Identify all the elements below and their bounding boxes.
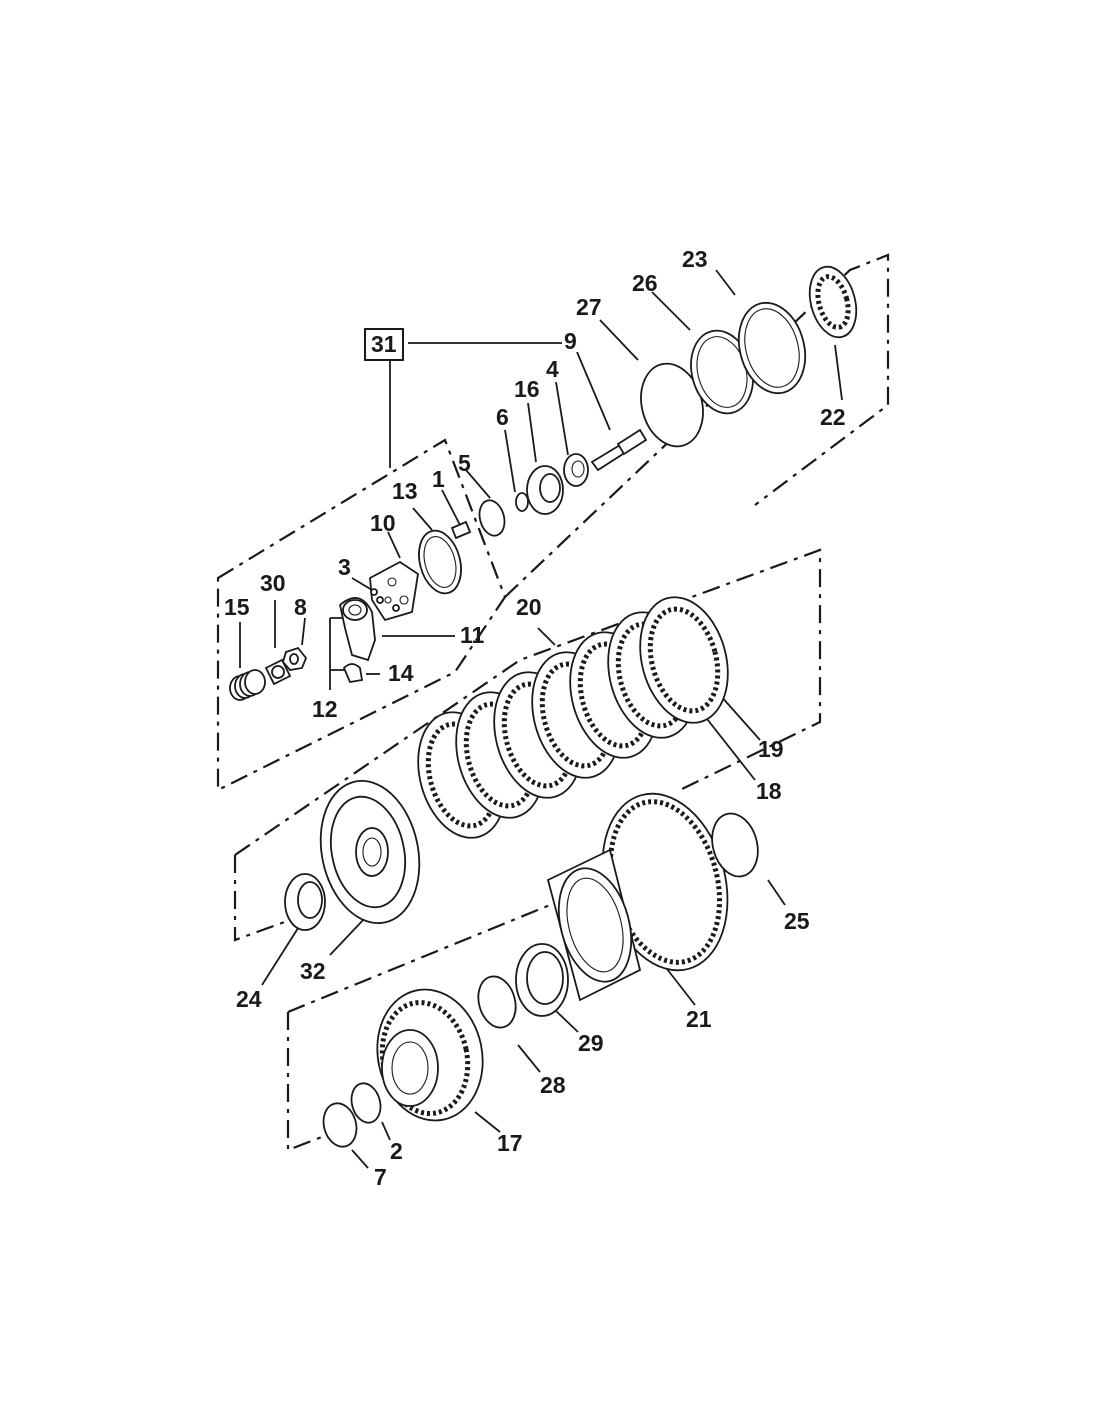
leader-lines	[239, 269, 843, 1169]
callout-17: 17	[497, 1130, 523, 1156]
callout-14: 14	[388, 660, 414, 686]
part-plate-10	[369, 560, 419, 622]
part-screw-1	[450, 520, 472, 540]
callout-16: 16	[514, 376, 540, 402]
part-ring-2	[350, 1082, 382, 1124]
part-plate-22	[808, 265, 858, 339]
part-ramp-11	[339, 597, 376, 662]
callout-19: 19	[758, 736, 784, 762]
callout-30: 30	[260, 570, 286, 596]
part-coupling-14	[342, 663, 364, 684]
callout-22: 22	[820, 404, 846, 430]
callout-3: 3	[338, 554, 351, 580]
callout-13: 13	[392, 478, 418, 504]
callout-8: 8	[294, 594, 307, 620]
group-outline-upper	[216, 438, 507, 792]
callout-5: 5	[458, 450, 471, 476]
part-bearing-24	[284, 873, 326, 931]
callout-29: 29	[578, 1030, 604, 1056]
clutch-plate-stack	[417, 596, 729, 839]
part-pressure-plate-32	[319, 779, 421, 925]
part-balls-3	[370, 588, 400, 612]
callout-2: 2	[390, 1138, 403, 1164]
callout-20: 20	[516, 594, 542, 620]
part-hub-17	[376, 988, 484, 1122]
part-ring-23	[737, 301, 807, 395]
part-bearing-4	[563, 453, 589, 487]
callout-1: 1	[432, 466, 445, 492]
part-bearing-16	[526, 465, 564, 515]
callout-15: 15	[224, 594, 250, 620]
callout-7: 7	[374, 1164, 387, 1190]
part-clutch-shell-21	[546, 792, 729, 1002]
part-push-rod-9	[590, 428, 648, 472]
part-snap-ring-25	[711, 812, 759, 878]
callout-12: 12	[312, 696, 338, 722]
part-nut-8	[281, 646, 308, 671]
callout-28: 28	[540, 1072, 566, 1098]
part-retaining-ring-13	[418, 529, 462, 595]
callout-18: 18	[756, 778, 782, 804]
upper-group-parts	[229, 265, 858, 701]
callout-23: 23	[682, 246, 708, 272]
callout-10: 10	[370, 510, 396, 536]
part-spring-15	[229, 669, 266, 701]
callout-6: 6	[496, 404, 509, 430]
part-ring-6	[515, 492, 529, 512]
part-ring-28	[477, 975, 517, 1029]
part-snap-ring-5	[478, 499, 506, 537]
callout-24: 24	[236, 986, 262, 1012]
callout-25: 25	[784, 908, 810, 934]
part-adjuster-30	[264, 658, 292, 686]
callout-11: 11	[460, 622, 485, 648]
callout-4: 4	[546, 356, 559, 382]
callout-9: 9	[564, 328, 577, 354]
part-bearing-29	[515, 943, 569, 1017]
callout-31: 31	[364, 328, 404, 361]
group-outline-middle	[233, 548, 822, 942]
part-snap-ring-7	[322, 1102, 358, 1148]
callout-32: 32	[300, 958, 326, 984]
callout-21: 21	[686, 1006, 712, 1032]
callout-27: 27	[576, 294, 602, 320]
callout-26: 26	[632, 270, 658, 296]
